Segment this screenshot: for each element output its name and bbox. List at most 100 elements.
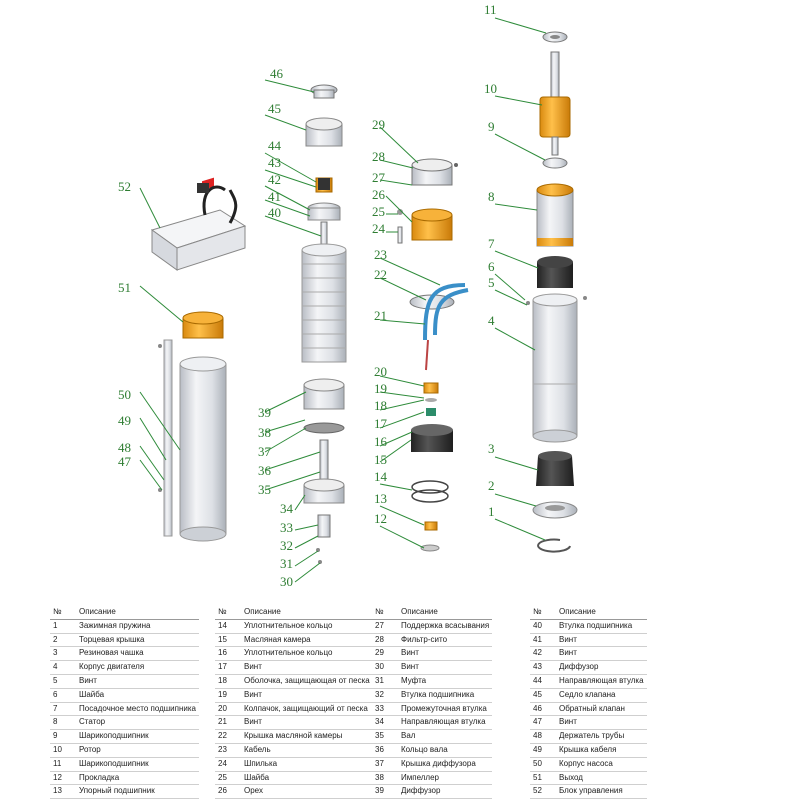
callout-47: 47	[118, 454, 132, 469]
callout-39: 39	[258, 405, 271, 420]
callout-35: 35	[258, 482, 271, 497]
no-header: №	[50, 606, 76, 620]
part-desc: Держатель трубы	[556, 729, 647, 744]
part-desc: Муфта	[398, 674, 493, 689]
part-desc: Винт	[241, 715, 373, 731]
part-45-valve-seat	[305, 117, 343, 147]
part-1-spring	[537, 538, 571, 553]
part-12-13-bearing-gasket	[420, 521, 440, 552]
part-no: 10	[50, 743, 76, 758]
callout-21: 21	[374, 308, 387, 323]
part-no: 18	[215, 674, 241, 689]
part-desc: Колпачок, защищающий от песка	[241, 702, 373, 717]
part-no: 33	[372, 702, 398, 717]
part-no: 32	[372, 688, 398, 703]
part-no: 1	[50, 619, 76, 634]
part-desc: Втулка подшипника	[398, 688, 493, 703]
callout-2: 2	[488, 478, 495, 493]
part-desc: Направляющая втулка	[398, 715, 493, 731]
part-no: 26	[215, 784, 241, 800]
part-desc: Шарикоподшипник	[76, 729, 199, 744]
part-no: 42	[530, 646, 556, 662]
part-no: 22	[215, 729, 241, 744]
part-no: 49	[530, 743, 556, 758]
part-desc: Оболочка, защищающая от песка	[241, 674, 373, 689]
part-desc: Вал	[398, 729, 493, 744]
part-desc: Винт	[556, 633, 647, 648]
part-11-bearing	[542, 31, 568, 43]
part-no: 45	[530, 688, 556, 703]
part-no: 48	[530, 729, 556, 744]
part-desc: Кабель	[241, 743, 373, 758]
part-no: 25	[215, 771, 241, 786]
callout-27: 27	[372, 170, 386, 185]
part-4-motor-housing	[532, 293, 578, 443]
part-no: 6	[50, 688, 76, 703]
part-no: 23	[215, 743, 241, 758]
part-no: 35	[372, 729, 398, 744]
callout-17: 17	[374, 416, 388, 431]
part-desc: Зажимная пружина	[76, 619, 199, 634]
part-no: 7	[50, 702, 76, 717]
part-desc: Фильтр-сито	[398, 633, 493, 648]
part-8-stator	[536, 183, 574, 247]
callout-37: 37	[258, 444, 272, 459]
part-no: 3	[50, 646, 76, 662]
part-no: 52	[530, 784, 556, 800]
callout-31: 31	[280, 556, 293, 571]
callout-22: 22	[374, 267, 387, 282]
part-desc: Шайба	[76, 688, 199, 703]
part-no: 29	[372, 646, 398, 662]
callout-33: 33	[280, 520, 293, 535]
callout-44: 44	[268, 138, 282, 153]
part-desc: Крышка масляной камеры	[241, 729, 373, 744]
callout-43: 43	[268, 155, 281, 170]
part-30-33-coupling	[316, 514, 331, 564]
part-no: 37	[372, 757, 398, 772]
part-no: 21	[215, 715, 241, 731]
callout-10: 10	[484, 81, 497, 96]
part-no: 12	[50, 771, 76, 786]
part-52-control-box	[150, 177, 247, 271]
part-no: 50	[530, 757, 556, 772]
callout-8: 8	[488, 189, 495, 204]
part-7-bearing-seat	[537, 256, 573, 288]
part-desc: Торцевая крышка	[76, 633, 199, 648]
part-no: 44	[530, 674, 556, 689]
callout-9: 9	[488, 119, 495, 134]
part-desc: Втулка подшипника	[556, 619, 647, 634]
